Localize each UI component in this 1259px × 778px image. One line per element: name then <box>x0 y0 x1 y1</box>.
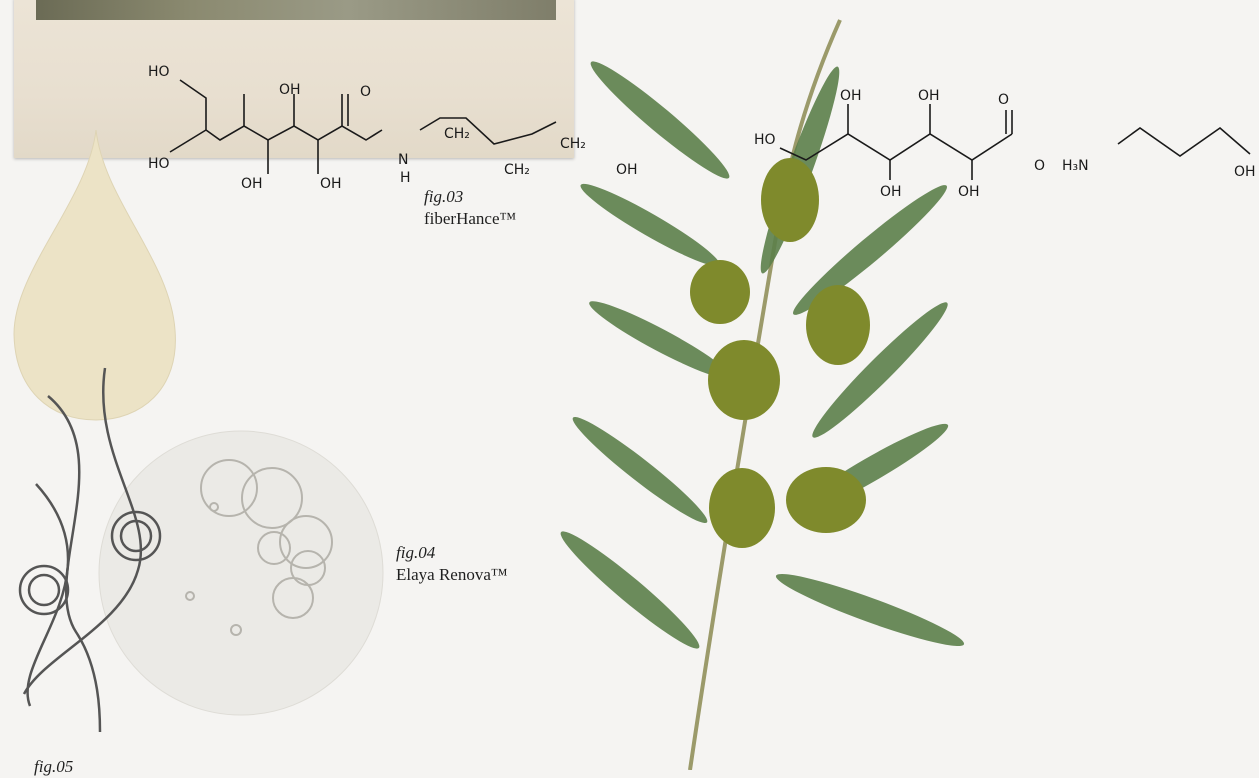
chem-label-o-minus: O <box>1034 158 1045 174</box>
caption-fig03-label: fig.03 <box>424 187 464 206</box>
oil-drop-shape <box>13 129 176 421</box>
caption-fiberhance: fig.03 fiberHance™ <box>424 186 516 230</box>
bubble-circles <box>185 459 333 636</box>
oil-drop <box>13 129 176 421</box>
caption-fig04-label: fig.04 <box>396 543 436 562</box>
chem-label-o-top: O <box>360 84 371 100</box>
chem-label-oh-bot2: OH <box>320 176 342 192</box>
chem-label-oh-end: OH <box>1234 164 1256 180</box>
chem-label-oh2: OH <box>918 88 940 104</box>
caption-elaya-name: Elaya Renova™ <box>396 565 508 584</box>
olive-branch-illustration <box>560 19 965 770</box>
chem-label-ho-top: HO <box>148 64 170 80</box>
chem-label-oh4: OH <box>958 184 980 200</box>
chem-label-ch2-1: CH₂ <box>444 126 470 142</box>
olive-stem <box>688 19 842 770</box>
photo-top-strip <box>36 0 556 20</box>
olive-fruits <box>690 158 870 548</box>
chem-label-oh3: OH <box>880 184 902 200</box>
gel-bubble <box>98 430 384 716</box>
chem-label-o: O <box>998 92 1009 108</box>
elaya-renova-structure: HO OH OH O OH OH O H₃N OH <box>754 88 1256 200</box>
chem-label-ch2-2: CH₂ <box>504 162 530 178</box>
gel-bubble-circle <box>98 430 384 716</box>
chem-label-ch2-3: CH₂ <box>560 136 586 152</box>
caption-fiberhance-name: fiberHance™ <box>424 209 517 228</box>
chem-label-oh-bot1: OH <box>241 176 263 192</box>
chem-label-oh-top1: OH <box>279 82 301 98</box>
hair-strands <box>18 367 162 733</box>
chem-label-oh1: OH <box>840 88 862 104</box>
caption-fig05-label: fig.05 <box>34 757 74 776</box>
chem-label-h: H <box>400 170 411 186</box>
chem-label-oh-end: OH <box>616 162 638 178</box>
fiberhance-structure: HO OH O HO OH OH N H CH₂ CH₂ CH₂ OH <box>148 64 638 192</box>
chem-label-ho: HO <box>754 132 776 148</box>
caption-fig05: fig.05 <box>34 756 73 778</box>
caption-elaya: fig.04 Elaya Renova™ <box>396 542 508 586</box>
chem-label-h3n: H₃N <box>1062 158 1089 174</box>
chem-label-n: N <box>398 152 408 168</box>
chem-label-ho-left: HO <box>148 156 170 172</box>
